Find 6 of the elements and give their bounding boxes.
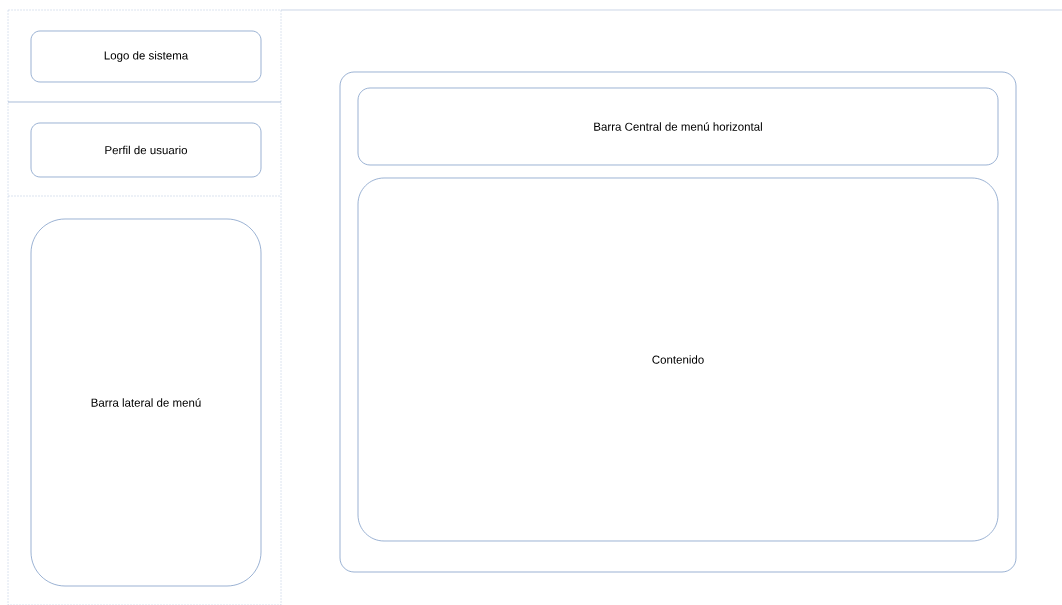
menu-bar-box: Barra Central de menú horizontal [357,87,999,166]
header-box: Logo de sistema [30,30,262,83]
content-box: Contenido [357,177,999,542]
sidebar-menu-box: Barra lateral de menú [30,218,262,587]
profile-box: Perfil de usuario [30,122,262,178]
content-frame [339,71,1017,573]
